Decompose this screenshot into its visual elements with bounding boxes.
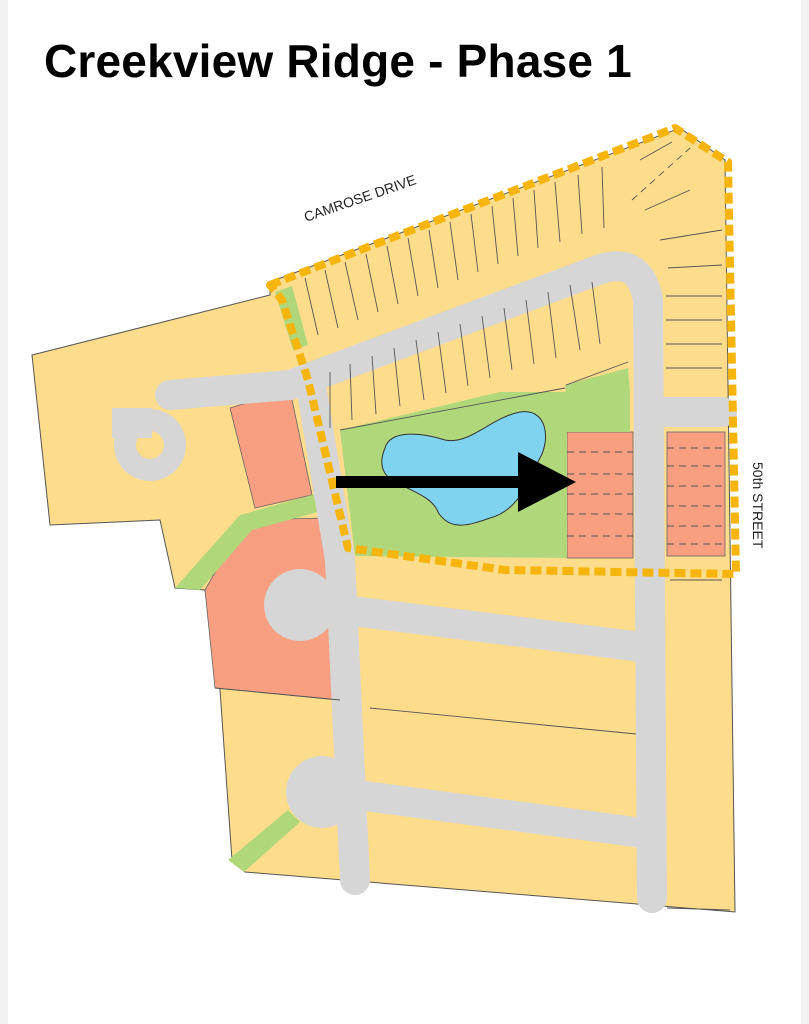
site-plan-map: CAMROSE DRIVE 50th STREET: [31, 124, 766, 913]
lot-lines-south: [214, 579, 731, 911]
green-pocket: [565, 368, 630, 394]
green-corridor-south: [228, 810, 300, 872]
cul-de-sac-southwest: [264, 569, 336, 641]
unit-lines: [567, 147, 725, 545]
arrow-indicator: [336, 452, 576, 512]
page-title: Creekview Ridge - Phase 1: [44, 35, 632, 87]
multi-family-block-a: [566, 431, 634, 559]
lot-lines-north: [304, 141, 723, 336]
lot-lines-inner: [329, 281, 629, 431]
cul-de-sac-south: [286, 756, 358, 828]
lot-lines-east: [666, 295, 722, 369]
camrose-drive-label: CAMROSE DRIVE: [302, 171, 418, 224]
50th-street-label: 50th STREET: [750, 462, 766, 549]
map-page: Creekview Ridge - Phase 1: [8, 0, 801, 1024]
green-corridor-west: [175, 490, 332, 590]
phase-1-boundary: [266, 124, 740, 578]
multi-family-block-b: [666, 431, 726, 557]
